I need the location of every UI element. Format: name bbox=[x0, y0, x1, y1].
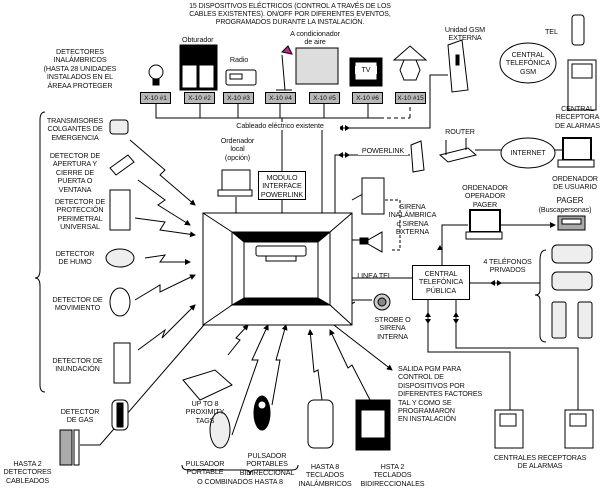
keyfob-bidir-label: PULSADOR PORTABLES BIDIRECCIONAL bbox=[239, 451, 295, 477]
label-radio: Radio bbox=[229, 55, 249, 64]
x10-module-5: X-10 #5 bbox=[309, 92, 340, 104]
label-obturador: Obturador bbox=[182, 35, 214, 44]
x10-module-1: X-10 #1 bbox=[140, 92, 171, 104]
tel-label: TEL bbox=[545, 27, 558, 36]
operator-computer-label: ORDENADOR OPERADOR PAGER bbox=[462, 183, 508, 209]
detector-flood: DETECTOR DE INUNDACIÓN bbox=[52, 356, 103, 374]
receivers-label: CENTRALES RECEPTORAS DE ALARMAS bbox=[493, 453, 587, 471]
router-label: ROUTER bbox=[445, 127, 475, 136]
wireless-group-label: DETECTORES INALÁMBRICOS (HASTA 28 UNIDAD… bbox=[43, 47, 117, 90]
keypads-wireless-label: HASTA 8 TECLADOS INALÁMBRICOS bbox=[298, 462, 352, 488]
detector-smoke: DETECTOR DE HUMO bbox=[55, 249, 95, 267]
internet-cloud: INTERNET bbox=[510, 148, 546, 157]
local-computer-label: Ordenador local (opción) bbox=[220, 136, 255, 162]
pager-sub-label: (Buscapersonas) bbox=[538, 205, 592, 214]
wired-detectors: HASTA 2 DETECTORES CABLEADOS bbox=[3, 459, 52, 485]
detector-door: DETECTOR DE APERTURA Y CIERRE DE PUERTA … bbox=[49, 151, 101, 194]
detector-perimeter: DETECTOR DE PROTECCIÓN PERIMETRAL UNIVER… bbox=[54, 197, 106, 232]
phone-line-label: LINEA TEL bbox=[357, 271, 392, 280]
wiring-label: Cableado eléctrico existente bbox=[220, 121, 340, 131]
keypads-bidir-label: HSTA 2 TECLADOS BIDIRECCIONALES bbox=[360, 462, 425, 488]
gsm-unit-label: Unidad GSM EXTERNA bbox=[444, 25, 486, 43]
detector-motion: DETECTOR DE MOVIMIENTO bbox=[52, 295, 103, 313]
public-exchange: CENTRAL TELEFÓNICA PÚBLICA bbox=[412, 265, 470, 300]
x10-module-2: X-10 #2 bbox=[184, 92, 215, 104]
keyfob-label: PULSADOR PORTABLE bbox=[185, 459, 225, 477]
x10-title: 15 DISPOSITIVOS ELÉCTRICOS (CONTROL A TR… bbox=[189, 3, 391, 26]
prox-tags-label: UP TO 8 PROXIMITY TAGS bbox=[185, 399, 225, 425]
user-computer-label: ORDENADOR DE USUARIO bbox=[552, 174, 598, 192]
siren-label: SIRENA INALÁMBRICA o SIRENA EXTERNA bbox=[388, 202, 437, 237]
label-aire: A condicionador de aire bbox=[290, 29, 340, 47]
powerlink-label: POWERLINK bbox=[358, 146, 408, 156]
pager-label: PAGER bbox=[556, 196, 584, 205]
detector-gas: DETECTOR DE GAS bbox=[60, 407, 100, 425]
strobe-label: STROBE O SIRENA INTERNA bbox=[374, 315, 411, 341]
x10-module-6: X-10 #6 bbox=[352, 92, 383, 104]
x10-module-15: X-10 #15 bbox=[395, 92, 426, 104]
combined-label: O COMBINADOS HASTA 8 bbox=[197, 477, 283, 486]
control-panel bbox=[202, 212, 353, 326]
private-phones-label: 4 TELÉFONOS PRIVADOS bbox=[483, 257, 532, 275]
label-tv: TV bbox=[355, 65, 377, 75]
gsm-central: CENTRAL TELEFÓNICA GSM bbox=[505, 50, 551, 76]
pgm-output-label: SALIDA PGM PARA CONTROL DE DISPOSITIVOS … bbox=[398, 364, 483, 424]
x10-module-4: X-10 #4 bbox=[265, 92, 296, 104]
x10-module-3: X-10 #3 bbox=[223, 92, 254, 104]
alarm-receiver-label: CENTRAL RECEPTORA DE ALARMAS bbox=[555, 104, 600, 130]
detector-emergency: TRANSMISORES COLGANTES DE EMERGENCIA bbox=[46, 116, 104, 142]
powerlink-module: MODULO INTERFACE POWERLINK bbox=[258, 171, 306, 200]
